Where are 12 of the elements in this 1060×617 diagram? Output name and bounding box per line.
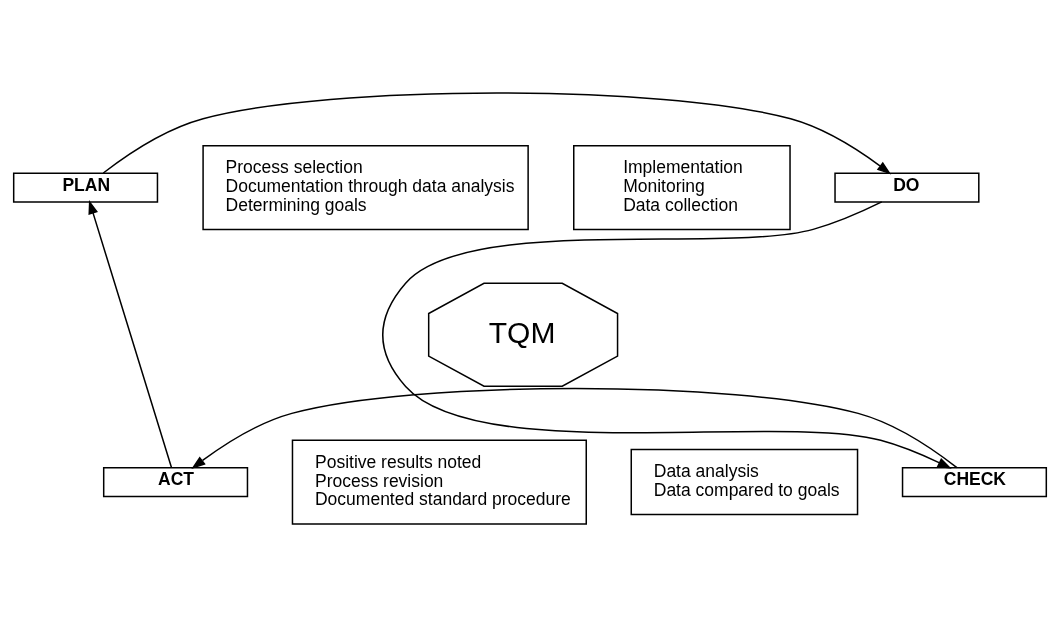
node-box: Process selection Documentation through data analysis Determining goals xyxy=(202,144,529,231)
node-box: CHECK xyxy=(901,467,1048,498)
node-box: ACT xyxy=(102,467,249,498)
node-box: PLAN xyxy=(12,172,159,203)
node-box: DO xyxy=(834,172,980,203)
node-box: Positive results noted Process revision Documented standard procedure xyxy=(291,439,587,525)
node-box: Data analysis Data compared to goals xyxy=(630,448,859,516)
arrow xyxy=(191,387,958,469)
arrow xyxy=(102,92,892,175)
arrow xyxy=(88,199,173,469)
arrow xyxy=(382,201,952,469)
node-box: Implementation Monitoring Data collection xyxy=(573,144,791,231)
